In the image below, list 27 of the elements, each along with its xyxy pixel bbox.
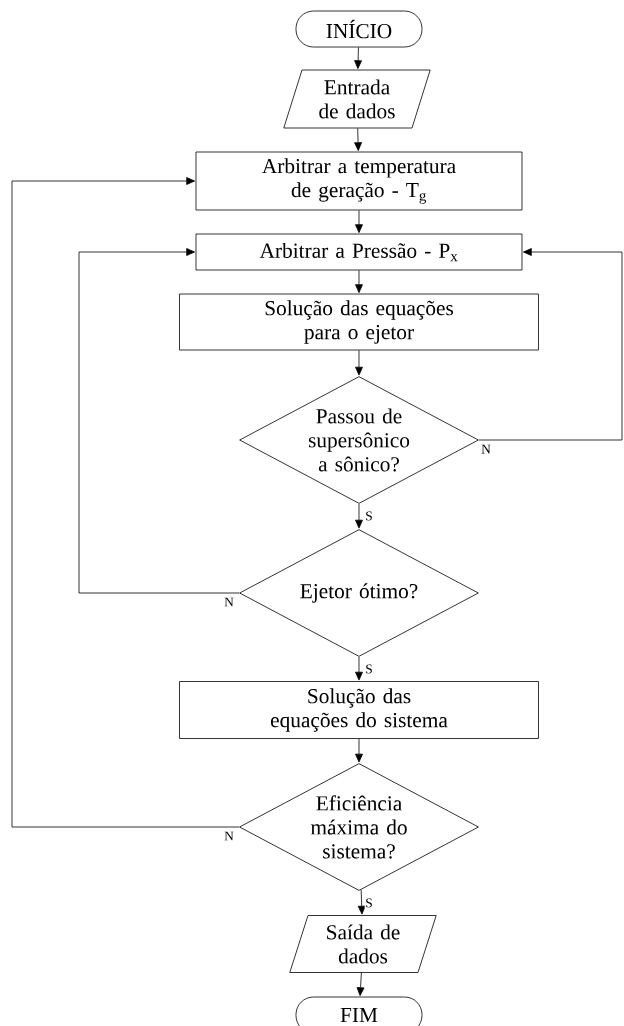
arrow <box>355 350 363 376</box>
terminator-box: INÍCIO <box>295 10 423 48</box>
output-parallelogram: Saída de dados <box>289 915 437 973</box>
arrow <box>355 503 363 529</box>
input-parallelogram: Entrada de dados <box>283 69 431 129</box>
process-box: Arbitrar a Pressão - P$_{x}$ <box>195 233 523 271</box>
arrow <box>355 656 363 681</box>
arrow <box>354 128 362 151</box>
arrow <box>355 738 363 763</box>
edge-label: N <box>223 597 235 608</box>
edge-label: S <box>364 663 374 675</box>
terminator-box: FIM <box>295 996 423 1026</box>
arrow <box>355 210 363 233</box>
edge-label: N <box>480 444 492 455</box>
arrow <box>354 47 362 69</box>
arrow <box>11 177 240 828</box>
arrow <box>357 889 366 915</box>
process-box: Solução das equações para o ejetor <box>179 293 539 351</box>
edge-label: S <box>364 510 374 522</box>
process-box: Arbitrar a temperatura de geração - T$_{g}$ <box>195 151 523 211</box>
edge-label: N <box>223 830 235 842</box>
edge-label: S <box>364 897 374 909</box>
arrow <box>355 270 363 293</box>
arrow <box>78 248 240 594</box>
arrow <box>478 248 623 441</box>
arrow <box>356 972 365 996</box>
process-box: Solução das equações do sistema <box>179 681 539 739</box>
